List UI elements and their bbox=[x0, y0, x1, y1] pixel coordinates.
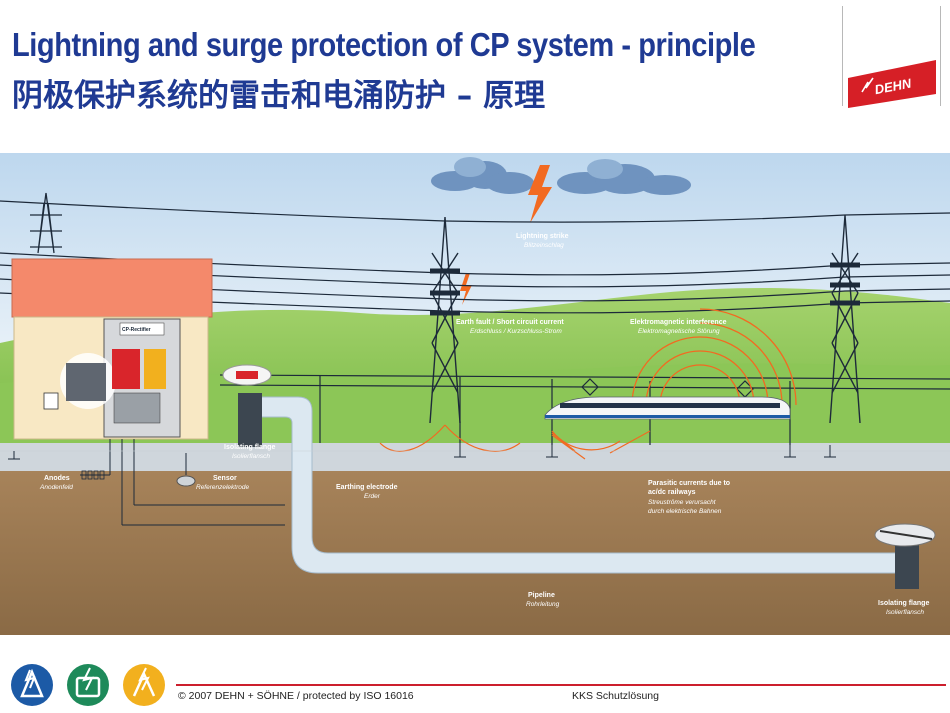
dehn-logo-text: DEHN bbox=[873, 75, 913, 97]
dehn-logo: DEHN bbox=[848, 60, 936, 108]
label-anodes: Anodes bbox=[44, 475, 70, 482]
label-lightning-strike: Lightning strike bbox=[516, 233, 569, 240]
label-isolating-flange-left: Isolating flange bbox=[224, 444, 275, 451]
label-pipeline: Pipeline bbox=[528, 592, 555, 599]
lightning-protection-icon bbox=[11, 664, 53, 706]
footer-topic: KKS Schutzlösung bbox=[572, 690, 659, 702]
label-isolating-flange-right-de: Isolierflansch bbox=[886, 609, 924, 616]
label-parasitic-currents-de-2: durch elektrische Bahnen bbox=[648, 508, 722, 515]
sensor-electrode-icon bbox=[176, 475, 196, 487]
label-sensor: Sensor bbox=[213, 475, 237, 482]
label-em-interference-de: Elektromagnetische Störung bbox=[638, 328, 720, 335]
header-divider-left bbox=[842, 6, 843, 106]
cp-rectifier-label: CP-Rectifier bbox=[122, 327, 151, 333]
label-earthing-electrode-de: Erder bbox=[364, 493, 381, 500]
ground-surface bbox=[0, 443, 950, 475]
cp-system-diagram: CP-Rectifier Lightning strike Blitzeinsc… bbox=[0, 153, 950, 635]
surge-protection-icon bbox=[67, 664, 109, 706]
cp-wiring bbox=[0, 439, 950, 526]
isolating-flange-left bbox=[222, 364, 272, 447]
label-isolating-flange-right: Isolating flange bbox=[878, 600, 929, 607]
em-interference-waves bbox=[631, 308, 797, 406]
pylon-middle bbox=[429, 216, 461, 424]
label-pipeline-de: Rohrleitung bbox=[526, 601, 560, 608]
high-speed-train bbox=[544, 396, 791, 420]
label-sensor-de: Referenzelektrode bbox=[196, 484, 249, 491]
page-title-chinese: 阴极保护系统的雷击和电涌防护 – 原理 bbox=[12, 78, 546, 114]
pylon-left bbox=[30, 192, 62, 254]
earthing-symbols bbox=[8, 443, 836, 460]
footer-copyright: © 2007 DEHN + SÖHNE / protected by ISO 1… bbox=[178, 690, 414, 702]
label-em-interference: Elektromagnetic interference bbox=[630, 319, 727, 326]
label-earth-fault-de: Erdschluss / Kurzschluss-Strom bbox=[470, 328, 562, 335]
label-anodes-de: Anodenfeld bbox=[39, 484, 73, 491]
small-lightning-icon bbox=[460, 273, 472, 305]
label-isolating-flange-left-de: Isolierflansch bbox=[232, 453, 270, 460]
thundercloud-left bbox=[431, 157, 534, 194]
isolating-flange-right bbox=[874, 523, 936, 589]
label-parasitic-currents-1: Parasitic currents due to bbox=[648, 480, 730, 487]
label-parasitic-currents-de-1: Streuströme verursacht bbox=[648, 499, 717, 506]
label-earthing-electrode: Earthing electrode bbox=[336, 484, 398, 491]
lightning-bolt-icon bbox=[528, 165, 552, 223]
label-parasitic-currents-2: ac/dc railways bbox=[648, 489, 696, 496]
cp-rectifier-house bbox=[11, 258, 213, 440]
thundercloud-right bbox=[557, 159, 691, 195]
header-divider-right bbox=[940, 6, 941, 106]
safety-equipment-icon bbox=[123, 664, 165, 706]
footer-divider bbox=[176, 684, 946, 686]
earth-fault-arcs bbox=[379, 424, 651, 460]
label-earth-fault: Earth fault / Short circuit current bbox=[456, 319, 564, 326]
page-title-english: Lightning and surge protection of CP sys… bbox=[12, 26, 756, 63]
label-lightning-strike-de: Blitzeinschlag bbox=[524, 242, 564, 249]
footer-product-icons bbox=[11, 664, 165, 706]
anode-bed-icon bbox=[81, 470, 105, 480]
